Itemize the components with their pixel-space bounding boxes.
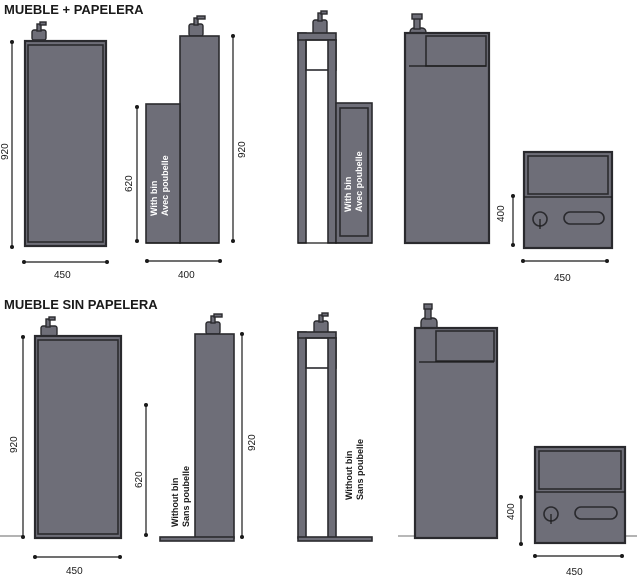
open-note-line-1-no-bin: Without bin [344,451,354,500]
bin-height-dimension: 400 [496,194,515,247]
open-back-wall [297,331,307,539]
side-base-plate [159,536,235,542]
cabinet-front-panel [27,44,104,243]
dispenser-bottle-icon [40,316,58,337]
side-note-line-2-no-bin: Sans poubelle [181,466,191,527]
side-column [179,35,220,244]
open-note-line-2: Avec poubelle [354,151,364,212]
interior-view-without-bin [413,303,499,540]
open-note-line-2-no-bin: Sans poubelle [355,439,365,500]
cabinet-front-panel [37,339,119,535]
side-note-line-2: Avec poubelle [160,155,170,216]
open-front-post [327,39,337,244]
front-height-dimension-no-bin: 920 [9,335,25,539]
side-width-dimension: 400 [145,259,222,281]
side-bin-height-label: 620 [124,175,135,192]
front-width-dimension: 450 [22,260,109,281]
open-view-without-bin: Without bin Sans poubelle [297,312,373,542]
section-title-with-bin: MUEBLE + PAPELERA [4,2,144,17]
cabinet-front [33,334,123,540]
side-base-height-dimension: 620 [134,403,148,537]
dispenser-bottle-icon [31,21,47,41]
bin-width-label: 450 [554,273,571,284]
front-height-dimension: 920 [0,40,14,249]
side-height-dimension-no-bin: 920 [240,332,258,539]
open-top-frame [297,331,337,339]
interior-cabinet [413,326,499,540]
open-top-frame [297,32,337,41]
side-height-label-no-bin: 920 [247,434,258,451]
side-bin-height-dimension: 620 [124,105,139,243]
bin-handle [574,506,618,520]
section-title-without-bin: MUEBLE SIN PAPELERA [4,297,158,312]
bin-width-dimension-no-bin: 450 [533,554,624,577]
side-base-height-label: 620 [134,471,145,488]
side-height-dimension: 920 [231,34,248,243]
interior-view-with-bin [403,13,491,245]
bin-handle [563,211,605,225]
dispenser-bottle-icon [313,312,329,334]
waste-bin-with-bin [522,150,614,250]
bin-lid [527,155,609,195]
front-height-label: 920 [0,143,11,160]
open-bin-inner [339,107,369,237]
side-note-line-1: With bin [149,181,159,216]
dispenser-bottle-icon [188,15,206,37]
side-column [194,333,235,539]
open-base-plate [297,536,373,542]
open-view-with-bin: With bin Avec poubelle [297,10,373,244]
cabinet-front [23,39,108,248]
side-width-label: 400 [178,270,195,281]
side-view-with-bin: With bin Avec poubelle [145,15,220,244]
waste-bin-without-bin [533,445,627,545]
bin-body [522,150,614,250]
open-back-wall [297,32,307,244]
bin-height-label-no-bin: 400 [506,503,517,520]
front-view-without-bin [33,316,123,540]
dispenser-bottle-icon [205,313,223,335]
bin-width-dimension: 450 [521,259,609,284]
bin-body [533,445,627,545]
front-width-dimension-no-bin: 450 [33,555,122,577]
open-bin-block [335,102,373,244]
open-note-line-1: With bin [343,177,353,212]
side-view-without-bin: Without bin Sans poubelle [159,313,235,542]
interior-shelf [435,330,495,362]
interior-cabinet [403,31,491,245]
front-height-label-no-bin: 920 [9,436,20,453]
bin-height-label: 400 [496,205,507,222]
front-view-with-bin [23,21,108,248]
side-height-label: 920 [237,141,248,158]
bin-width-label-no-bin: 450 [566,567,583,577]
bin-lid [538,450,622,490]
bin-height-dimension-no-bin: 400 [506,495,523,546]
front-width-label: 450 [54,270,71,281]
side-note-line-1-no-bin: Without bin [170,478,180,527]
open-front-post [327,337,337,539]
dispenser-bottle-icon [312,10,328,35]
front-width-label-no-bin: 450 [66,566,83,577]
